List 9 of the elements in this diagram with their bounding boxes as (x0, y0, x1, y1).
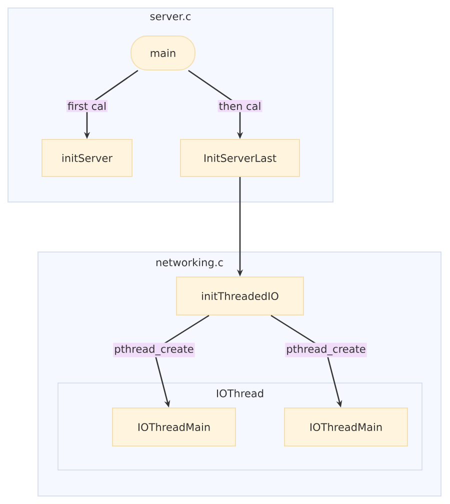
process-box: IOThreadMain (284, 408, 408, 446)
edge-label: first cal (66, 100, 108, 112)
edge-label: pthread_create (113, 342, 195, 358)
edge-label: pthread_create (285, 342, 367, 358)
process-box: initServer (42, 139, 132, 177)
process-box: IOThreadMain (112, 408, 236, 446)
rounded-node: main (130, 36, 196, 70)
process-box: InitServerLast (180, 139, 300, 177)
process-box: initThreadedIO (176, 276, 304, 316)
